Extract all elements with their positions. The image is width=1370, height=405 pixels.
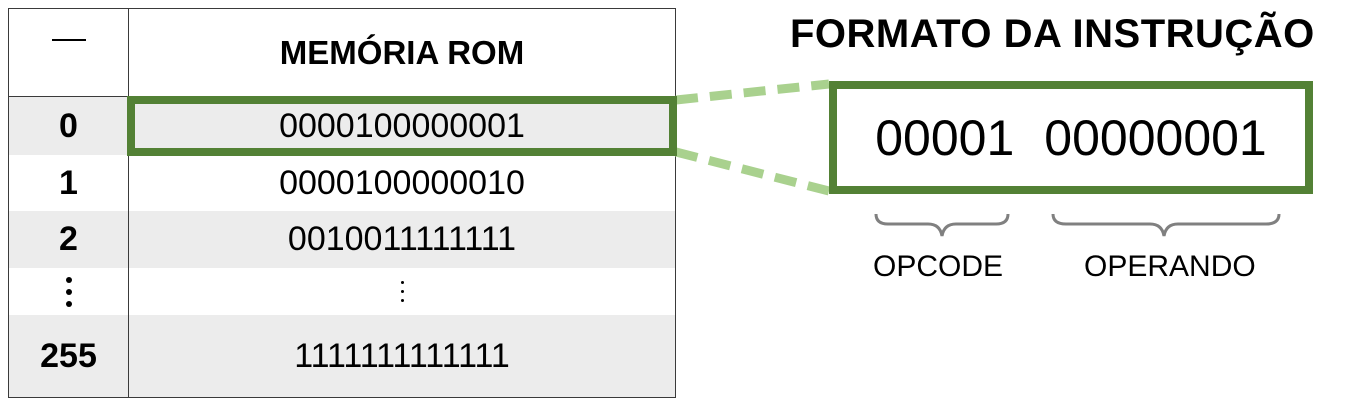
instruction-box: 00001 00000001 (829, 81, 1313, 194)
row-address-255: 255 (9, 315, 129, 397)
connector-bottom (674, 147, 831, 196)
row-value-0: 0000100000001 (129, 97, 675, 155)
row-address-1: 1 (9, 155, 129, 211)
row-address-ellipsis (9, 268, 129, 315)
operand-brace (1051, 213, 1281, 237)
operand-label: OPERANDO (1084, 250, 1256, 283)
vertical-ellipsis-icon (65, 276, 72, 307)
row-value-1: 0000100000010 (279, 163, 525, 202)
operand-bits: 00000001 (1044, 109, 1267, 166)
row-address-2: 2 (9, 211, 129, 268)
opcode-bits: 00001 (875, 109, 1015, 166)
vertical-ellipsis-icon (400, 281, 404, 302)
opcode-brace (874, 213, 1010, 237)
instruction-format-title: FORMATO DA INSTRUÇÃO (790, 12, 1315, 56)
row-address-0: 0 (9, 97, 129, 155)
row-value-2: 0010011111111 (129, 211, 675, 268)
rom-table-title: MEMÓRIA ROM (129, 9, 675, 97)
row-value-ellipsis (129, 268, 675, 315)
connector-top (675, 79, 830, 105)
row-value-255: 1111111111111 (129, 315, 675, 397)
opcode-label: OPCODE (873, 250, 1004, 283)
rom-memory-table: MEMÓRIA ROM 0 0000100000001 1 0000100000… (8, 8, 676, 398)
dash-symbol (51, 38, 86, 41)
address-column-header (9, 9, 129, 97)
